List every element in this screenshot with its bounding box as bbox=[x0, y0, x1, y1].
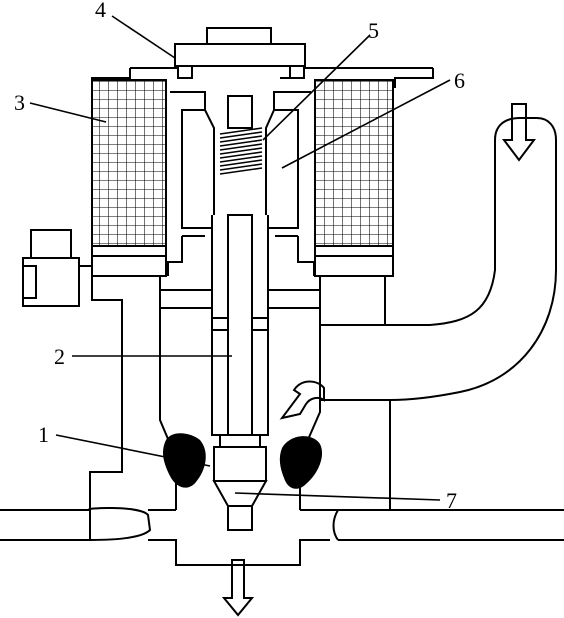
armature-chamber bbox=[165, 80, 316, 298]
coil-left bbox=[91, 79, 167, 277]
leader-lines bbox=[29, 15, 451, 501]
outlet-pipes bbox=[0, 507, 564, 566]
label-4: 4 bbox=[95, 0, 106, 22]
valve-stem bbox=[211, 214, 269, 448]
label-2: 2 bbox=[54, 344, 65, 369]
label-7: 7 bbox=[446, 488, 457, 513]
outlet-flow-arrow bbox=[221, 559, 255, 617]
label-5: 5 bbox=[368, 18, 379, 43]
internal-flow-arrow bbox=[279, 380, 325, 420]
connector-block bbox=[22, 229, 93, 307]
label-6: 6 bbox=[454, 68, 465, 93]
inlet-flow-arrow bbox=[502, 103, 536, 162]
spring bbox=[219, 127, 263, 175]
top-cap bbox=[91, 27, 434, 88]
valve-plug bbox=[212, 446, 268, 531]
coil-right bbox=[314, 79, 394, 277]
label-3: 3 bbox=[14, 90, 25, 115]
inlet-pipe bbox=[385, 117, 557, 401]
label-1: 1 bbox=[38, 422, 49, 447]
